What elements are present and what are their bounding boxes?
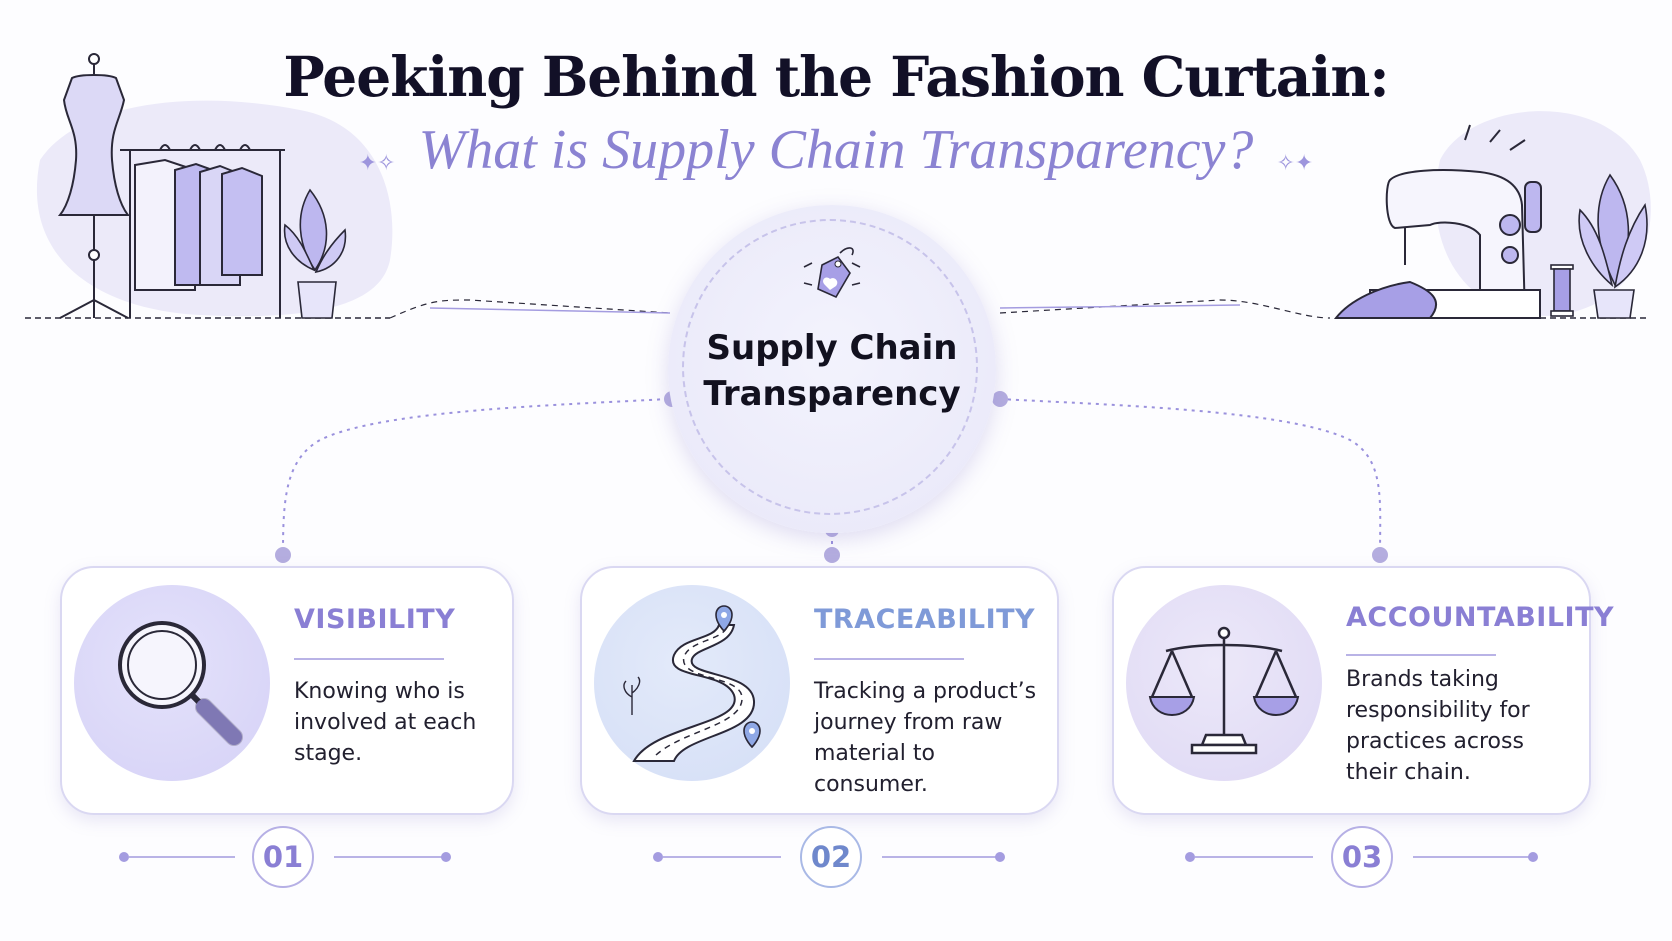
card-divider — [814, 658, 964, 660]
potted-plant-icon — [283, 188, 347, 319]
number-line — [882, 856, 998, 858]
dress-form-icon — [57, 53, 131, 319]
card-divider — [1346, 654, 1496, 656]
card-title: VISIBILITY — [294, 604, 456, 635]
number-line — [663, 856, 781, 858]
number-line-dot — [441, 852, 451, 862]
card-description: Tracking a product’s journey from raw ma… — [814, 679, 1037, 797]
card-title: TRACEABILITY — [814, 604, 1036, 635]
card-description: Knowing who is involved at each stage. — [294, 679, 477, 766]
card-accountability: ACCOUNTABILITY Brands taking responsibil… — [1112, 566, 1614, 815]
step-number-badge: 03 — [1331, 826, 1393, 888]
step-number-badge: 02 — [800, 826, 862, 888]
number-line — [129, 856, 235, 858]
potted-plant-icon-right — [1578, 173, 1648, 319]
number-line-dot — [653, 852, 663, 862]
sparkle-icon: ✧✦ — [1276, 151, 1314, 176]
card-icon-circle — [1126, 585, 1322, 781]
number-line-dot — [995, 852, 1005, 862]
card-divider — [294, 658, 444, 660]
hub-inner-ring — [682, 219, 978, 515]
number-line — [334, 856, 444, 858]
number-line-dot — [1185, 852, 1195, 862]
balance-scale-icon — [1148, 626, 1300, 755]
clothing-rack-icon — [120, 144, 285, 318]
hub-circle: Supply Chain Transparency — [668, 205, 996, 533]
hub-label: Supply Chain Transparency — [703, 328, 961, 414]
sparkle-icon: ✦✧ — [358, 151, 396, 176]
subtitle-row: ✦✧ What is Supply Chain Transparency? ✧✦ — [0, 118, 1672, 182]
card-visibility: VISIBILITY Knowing who is involved at ea… — [60, 566, 514, 815]
card-title: ACCOUNTABILITY — [1346, 602, 1615, 633]
card-icon-circle — [74, 585, 270, 781]
step-number-badge: 01 — [252, 826, 314, 888]
thread-spool-icon — [1550, 264, 1574, 317]
card-traceability: TRACEABILITY Tracking a product’s journe… — [580, 566, 1059, 815]
card-icon-circle — [594, 585, 790, 781]
winding-road-icon — [623, 605, 761, 762]
number-line — [1195, 856, 1313, 858]
number-line — [1413, 856, 1531, 858]
page-subtitle: What is Supply Chain Transparency? — [418, 119, 1254, 181]
sewing-machine-icon — [1333, 124, 1542, 319]
heart-tag-icon — [803, 247, 861, 299]
number-line-dot — [1528, 852, 1538, 862]
magnifying-glass-icon — [118, 621, 243, 746]
page-title: Peeking Behind the Fashion Curtain: — [283, 44, 1389, 109]
card-description: Brands taking responsibility for practic… — [1346, 667, 1530, 785]
number-line-dot — [119, 852, 129, 862]
